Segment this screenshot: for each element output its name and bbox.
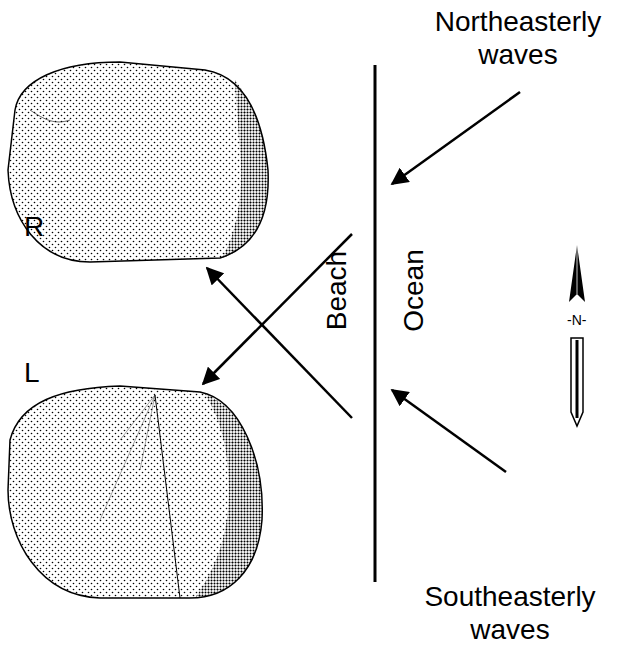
wave-arrow — [392, 92, 520, 184]
shoreline — [374, 65, 377, 582]
wave-arrow — [392, 390, 506, 472]
pebble-letter: R — [24, 210, 44, 243]
ocean-label: Ocean — [397, 249, 430, 332]
pebble-r — [8, 62, 268, 262]
wave-label: Northeasterly waves — [418, 5, 618, 71]
beach-label: Beach — [320, 251, 353, 330]
pebble-letter: L — [24, 356, 40, 389]
pebble-l — [8, 386, 262, 598]
north-arrow — [569, 245, 585, 426]
wave-label: Southeasterly waves — [405, 580, 615, 646]
north-label: -N- — [567, 312, 586, 329]
